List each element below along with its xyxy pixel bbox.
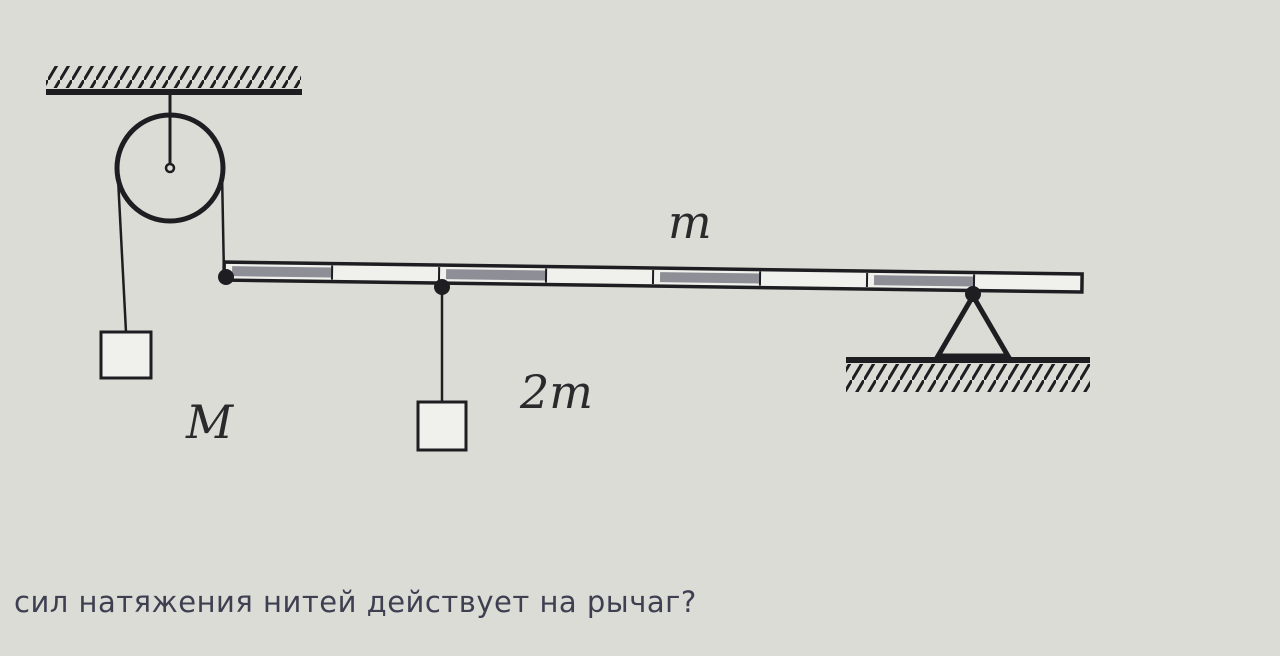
label-pulley-mass: M <box>185 395 235 449</box>
rope-left-to-mass-M <box>116 177 128 333</box>
label-hanging-mass: 2m <box>519 365 593 419</box>
pulley-wheel <box>114 112 226 224</box>
ceiling-support <box>46 66 302 95</box>
attachment-point-middle <box>434 279 450 295</box>
lever-stripe <box>659 272 761 284</box>
fulcrum-triangle <box>933 291 1013 359</box>
label-bar-mass: m <box>668 195 712 249</box>
ceiling-hatching <box>46 66 301 88</box>
weight-block-M <box>99 330 153 380</box>
question-text: сил натяжения нитей действует на рычаг? <box>14 585 697 619</box>
lever-stripe <box>232 266 333 278</box>
weight-block-2m <box>416 400 468 452</box>
lever-bar <box>222 260 1084 294</box>
attachment-point-left <box>218 269 234 285</box>
pulley-axle <box>164 162 176 174</box>
fulcrum-support <box>846 291 1090 392</box>
lever-stripe <box>873 275 975 287</box>
rope-right-to-lever <box>220 171 226 277</box>
pulley <box>114 94 226 224</box>
lever-stripe <box>445 269 547 281</box>
ropes <box>116 171 444 402</box>
floor-hatching <box>846 364 1090 392</box>
